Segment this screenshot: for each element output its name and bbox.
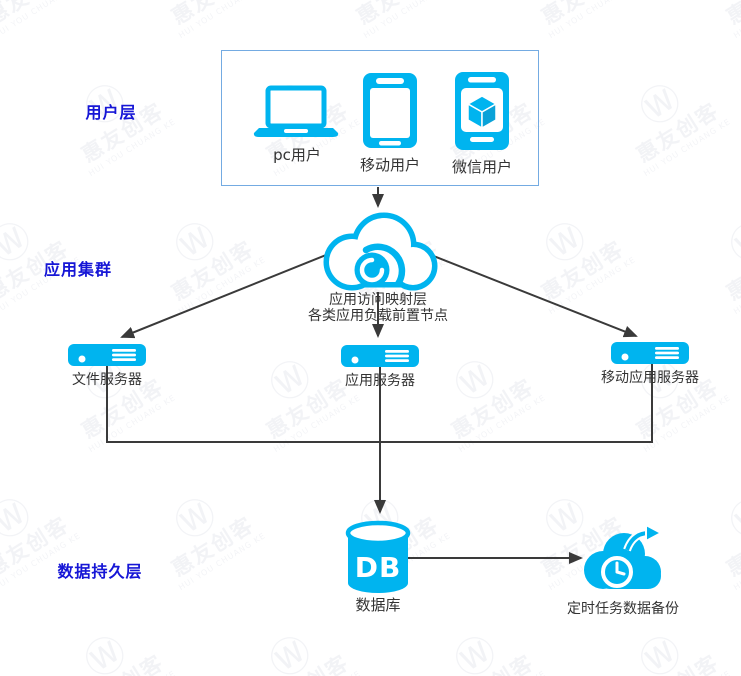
gateway-caption-line1: 应用访问映射层 xyxy=(329,292,427,308)
layer-label-app: 应用集群 xyxy=(43,260,113,279)
app-server-icon xyxy=(341,345,419,367)
user-layer-box xyxy=(221,50,539,186)
file-server-icon xyxy=(68,344,146,366)
database-label: 数据库 xyxy=(355,596,401,614)
mobile-app-server-icon xyxy=(611,342,689,364)
backup-arrow-glyph xyxy=(645,523,664,543)
pc-user-label: pc用户 xyxy=(273,146,321,164)
mobile-user-label: 移动用户 xyxy=(359,156,421,174)
backup-cloud-icon xyxy=(584,523,664,589)
arrow-gateway-to-mobile-server xyxy=(425,252,638,338)
arrow-gateway-to-file-server xyxy=(120,252,332,339)
wechat-user-label: 微信用户 xyxy=(451,158,513,176)
connector-lines xyxy=(106,187,653,564)
mobile-phone-icon xyxy=(363,73,417,148)
gateway-cloud-icon xyxy=(323,212,438,291)
laptop-icon xyxy=(253,85,339,137)
backup-label: 定时任务数据备份 xyxy=(567,601,679,617)
layer-label-data: 数据持久层 xyxy=(57,562,143,581)
file-server-label: 文件服务器 xyxy=(72,372,142,388)
wechat-phone-icon xyxy=(455,72,509,150)
database-icon xyxy=(345,520,411,593)
gateway-caption-line2: 各类应用负载前置节点 xyxy=(308,308,448,324)
mobile-app-server-label: 移动应用服务器 xyxy=(601,370,699,386)
db-badge: DB xyxy=(354,551,402,584)
cube-glyph xyxy=(467,95,497,129)
layer-label-user: 用户层 xyxy=(85,103,137,122)
app-server-label: 应用服务器 xyxy=(345,373,415,389)
